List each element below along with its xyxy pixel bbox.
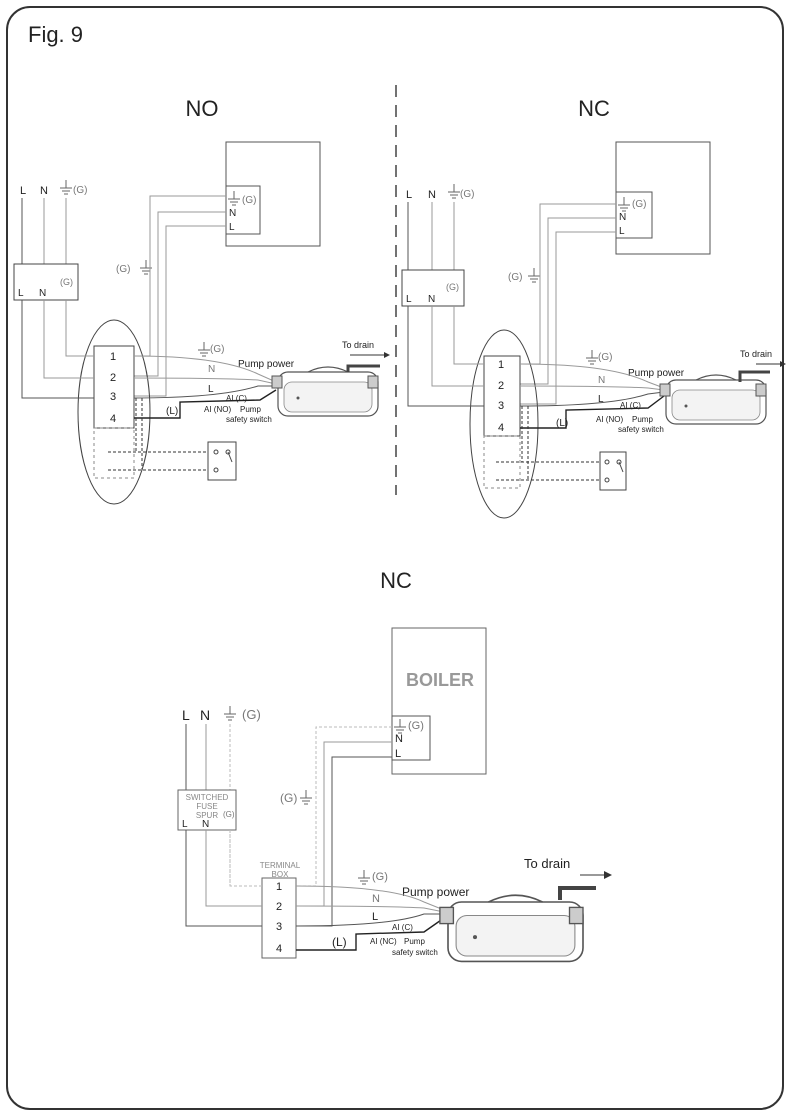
svg-text:L: L (182, 819, 188, 830)
svg-text:N: N (619, 212, 626, 223)
svg-text:To drain: To drain (524, 856, 570, 871)
svg-text:N: N (598, 375, 605, 386)
boiler-label: BOILER (406, 670, 474, 690)
svg-text:L: L (229, 222, 235, 233)
pump-unit (659, 374, 767, 425)
svg-text:(G): (G) (446, 282, 459, 292)
svg-text:2: 2 (110, 372, 116, 384)
svg-text:N: N (229, 208, 236, 219)
diagram-no: NO L N (G) L N (G) (G) N L (G) 1 2 3 4 (13, 96, 390, 505)
pump-unit (439, 894, 584, 963)
svg-text:SWITCHED: SWITCHED (186, 793, 229, 802)
svg-text:4: 4 (110, 413, 116, 425)
svg-text:Pump: Pump (404, 937, 425, 946)
svg-text:N: N (202, 819, 209, 830)
svg-text:L: L (182, 707, 190, 723)
svg-text:(G): (G) (242, 707, 261, 722)
diagram-nc-top: NC L N (G) L N (G) (G) N L (G) 1 2 3 4 (401, 96, 786, 519)
pump-power-label: Pump power (238, 359, 295, 370)
svg-text:SPUR: SPUR (196, 811, 218, 820)
svg-text:4: 4 (498, 422, 504, 434)
svg-text:L: L (372, 911, 378, 923)
svg-text:L: L (598, 394, 604, 405)
svg-text:(G): (G) (598, 352, 612, 363)
svg-text:(G): (G) (280, 791, 297, 805)
svg-text:(G): (G) (223, 810, 235, 819)
svg-text:N: N (395, 733, 403, 745)
svg-text:Pump power: Pump power (402, 885, 469, 899)
svg-text:(G): (G) (632, 199, 646, 210)
svg-text:1: 1 (110, 351, 116, 363)
svg-text:To drain: To drain (740, 349, 772, 359)
svg-text:3: 3 (276, 921, 282, 933)
svg-text:AI (NC): AI (NC) (370, 937, 397, 946)
svg-text:AI (NO): AI (NO) (204, 405, 231, 414)
svg-text:Pump: Pump (632, 415, 653, 424)
svg-text:L: L (406, 189, 412, 201)
svg-text:TERMINAL: TERMINAL (260, 861, 301, 870)
highlight-ellipse (469, 329, 539, 519)
diagram-title: NO (186, 96, 219, 121)
svg-text:1: 1 (276, 881, 282, 893)
svg-text:L: L (619, 226, 625, 237)
figure-label: Fig. 9 (28, 22, 84, 47)
svg-text:N: N (208, 364, 215, 375)
svg-text:L: L (18, 288, 24, 299)
svg-text:AI (C): AI (C) (620, 401, 641, 410)
diagram-nc-bottom: NC BOILER (G) N L L N (G) SWITCHED FUSE … (177, 568, 612, 963)
svg-text:(G): (G) (60, 277, 73, 287)
svg-text:safety switch: safety switch (618, 425, 664, 434)
svg-text:AI (C): AI (C) (226, 394, 247, 403)
svg-text:N: N (428, 294, 435, 305)
svg-text:AI (C): AI (C) (392, 923, 413, 932)
svg-text:(G): (G) (408, 720, 424, 732)
svg-text:1: 1 (498, 359, 504, 371)
svg-text:2: 2 (276, 901, 282, 913)
svg-text:BOX: BOX (272, 870, 290, 879)
svg-text:(G): (G) (460, 189, 474, 200)
svg-text:FUSE: FUSE (196, 802, 217, 811)
fuse-spur-box (401, 269, 465, 307)
svg-text:(L): (L) (166, 406, 178, 417)
svg-text:(G): (G) (242, 195, 256, 206)
svg-text:(L): (L) (556, 418, 568, 429)
svg-text:(G): (G) (372, 871, 388, 883)
svg-text:3: 3 (498, 400, 504, 412)
svg-text:AI (NO): AI (NO) (596, 415, 623, 424)
svg-text:Pump power: Pump power (628, 368, 685, 379)
fuse-spur-box (13, 263, 79, 301)
svg-text:N: N (200, 707, 210, 723)
svg-text:L: L (395, 748, 401, 760)
diagram-title: NC (578, 96, 610, 121)
svg-text:4: 4 (276, 943, 282, 955)
svg-text:(G): (G) (508, 272, 522, 283)
svg-text:safety switch: safety switch (226, 415, 272, 424)
svg-text:2: 2 (498, 380, 504, 392)
ground-icon (59, 179, 73, 195)
svg-text:(G): (G) (210, 344, 224, 355)
ground-label: (G) (116, 264, 130, 275)
highlight-ellipse (77, 319, 151, 505)
supply-l-label: L (20, 185, 26, 197)
svg-text:N: N (372, 893, 380, 905)
svg-text:Pump: Pump (240, 405, 261, 414)
figure-frame (6, 6, 784, 1110)
svg-text:L: L (208, 384, 214, 395)
svg-text:N: N (39, 288, 46, 299)
supply-g-label: (G) (73, 185, 87, 196)
to-drain-label: To drain (342, 340, 374, 350)
pump-unit (271, 366, 379, 417)
svg-text:3: 3 (110, 391, 116, 403)
svg-text:L: L (406, 294, 412, 305)
svg-text:N: N (428, 189, 436, 201)
terminal-box (261, 877, 297, 959)
svg-text:(L): (L) (332, 935, 347, 949)
diagram-title: NC (380, 568, 412, 593)
supply-n-label: N (40, 185, 48, 197)
svg-text:safety switch: safety switch (392, 948, 438, 957)
fuse-spur-box (177, 789, 237, 831)
